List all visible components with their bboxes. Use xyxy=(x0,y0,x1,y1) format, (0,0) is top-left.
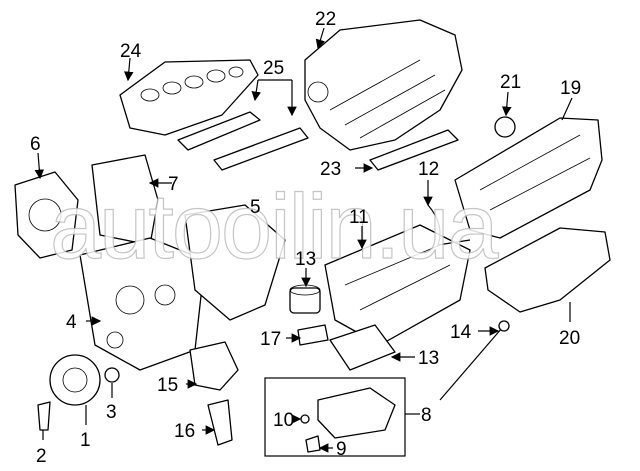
front-cover-gasket xyxy=(91,154,159,246)
callout-21: 21 xyxy=(500,72,521,93)
inner-timing-cover xyxy=(184,204,286,321)
callout-1: 1 xyxy=(80,430,91,451)
callout-24: 24 xyxy=(120,41,142,62)
callout-13-filter: 13 xyxy=(295,249,316,270)
oil-filler-cap xyxy=(494,116,516,138)
oil-pressure-sensor xyxy=(297,324,329,346)
callout-8: 8 xyxy=(421,405,432,426)
callout-12: 12 xyxy=(418,159,439,180)
lower-oil-pan xyxy=(317,387,396,439)
callout-20: 20 xyxy=(559,328,580,349)
callout-14: 14 xyxy=(450,322,472,343)
callout-2: 2 xyxy=(36,446,47,467)
valve-cover-gasket xyxy=(484,227,611,313)
drain-plug xyxy=(305,435,321,453)
callout-17: 17 xyxy=(260,329,281,350)
oil-strainer xyxy=(207,399,233,446)
oil-filter xyxy=(289,284,321,314)
drain-washer xyxy=(300,414,310,424)
callout-23: 23 xyxy=(320,159,341,180)
callout-4: 4 xyxy=(66,312,77,333)
callout-25: 25 xyxy=(263,58,284,79)
upper-oil-pan xyxy=(324,224,471,346)
callout-3: 3 xyxy=(106,402,117,423)
callout-9: 9 xyxy=(336,439,347,460)
callout-19: 19 xyxy=(560,78,581,99)
crankshaft-pulley xyxy=(49,354,101,406)
callout-10: 10 xyxy=(273,410,294,431)
water-pump xyxy=(14,171,79,259)
intake-gaskets xyxy=(177,111,309,171)
callout-13-baffle: 13 xyxy=(418,348,439,369)
pulley-bolt xyxy=(37,401,51,431)
watermark: autooilin.ua xyxy=(50,176,499,278)
lower-oil-pan-group xyxy=(264,377,406,457)
lower-intake-manifold xyxy=(119,59,259,136)
plenum-gaskets xyxy=(369,129,459,171)
baffle-plate xyxy=(329,324,396,371)
valve-cover xyxy=(454,117,603,239)
callout-5: 5 xyxy=(250,197,261,218)
callout-11: 11 xyxy=(349,207,369,228)
callout-16: 16 xyxy=(174,421,195,442)
oil-level-gauge-guide xyxy=(427,204,471,246)
upper-intake-manifold xyxy=(304,19,463,151)
oil-level-gauge xyxy=(439,327,503,401)
callout-15: 15 xyxy=(157,375,178,396)
callout-22: 22 xyxy=(315,9,336,30)
leader-lines xyxy=(34,27,573,453)
oil-pump xyxy=(189,341,239,391)
front-oil-seal xyxy=(104,367,120,383)
callout-7: 7 xyxy=(168,174,179,195)
callout-6: 6 xyxy=(30,134,41,155)
callout-labels: 24 22 25 21 19 6 7 23 12 5 11 13 4 17 13… xyxy=(30,9,581,467)
